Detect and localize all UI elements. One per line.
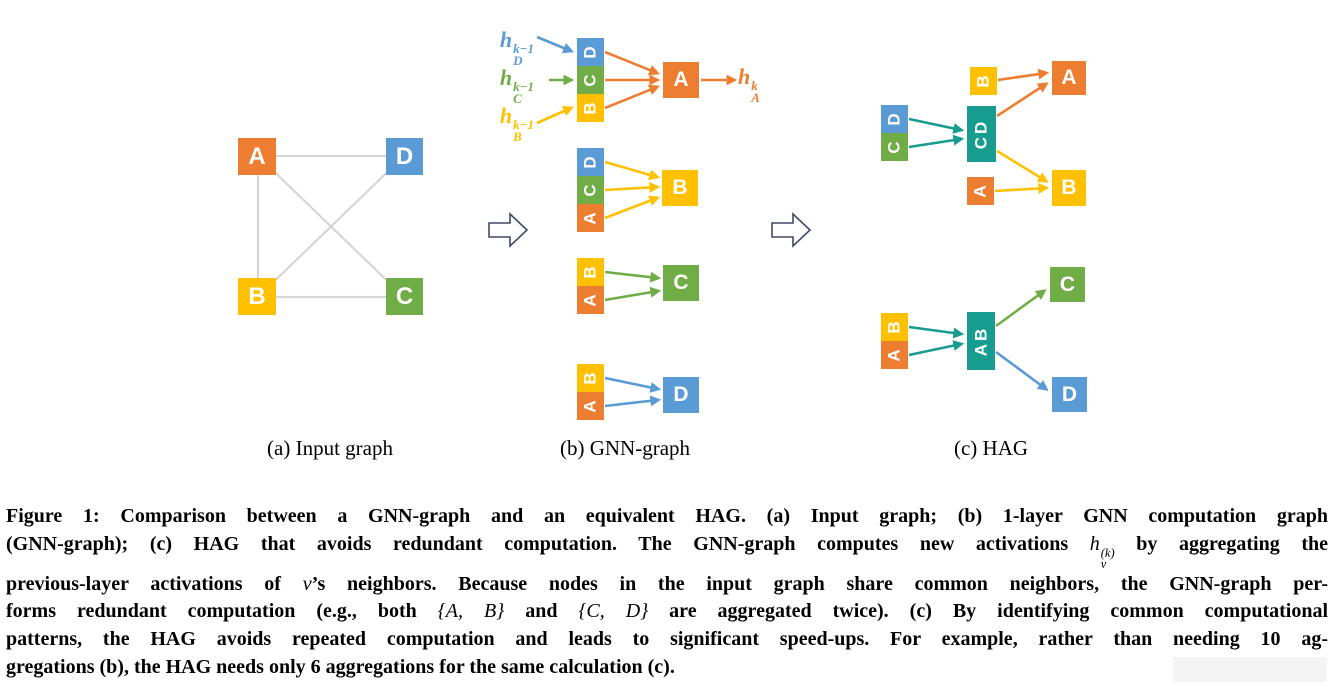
- hag-target-C: C: [1050, 267, 1085, 302]
- panel-a-caption: (a) Input graph: [267, 436, 393, 460]
- hag-input-A: A: [967, 177, 994, 205]
- caption-segment: previous-layer activations of: [6, 572, 303, 595]
- caption-line: gregations (b), the HAG needs only 6 agg…: [6, 654, 1328, 682]
- caption-line: (GNN-graph); (c) HAG that avoids redunda…: [6, 531, 1328, 571]
- flow-arrow-icon: [771, 212, 812, 248]
- hag-stack-D: D: [881, 105, 908, 133]
- background-artifact: [1173, 657, 1327, 682]
- figure-caption: Figure 1: Comparison between a GNN-graph…: [6, 503, 1328, 682]
- caption-segment: and: [504, 600, 579, 623]
- caption-segment: {A, B}: [437, 600, 505, 623]
- caption-segment: v: [302, 572, 312, 595]
- hag-target-A: A: [1052, 61, 1086, 95]
- caption-segment: gregations (b), the HAG needs only 6 agg…: [6, 655, 675, 678]
- gnn-stack-A-in-B: B: [577, 94, 604, 122]
- panel-c-caption: (c) HAG: [953, 436, 1029, 460]
- caption-segment: patterns, the HAG avoids repeated comput…: [6, 628, 1328, 651]
- caption-segment: (k)v: [1100, 545, 1115, 572]
- caption-segment: (GNN-graph); (c) HAG that avoids redunda…: [6, 532, 1090, 555]
- hag-stack-C: C: [881, 133, 908, 161]
- caption-line: previous-layer activations of v’s neighb…: [6, 571, 1328, 599]
- gnn-target-B: B: [662, 170, 698, 206]
- hag-target-B: B: [1052, 170, 1086, 206]
- caption-segment: are aggregated twice). (c) By identifyin…: [648, 600, 1329, 623]
- gnn-stack-A-in-C: C: [577, 66, 604, 94]
- input-node-B: B: [238, 278, 276, 315]
- hag-aggregate-CD: CD: [967, 106, 996, 162]
- caption-line: Figure 1: Comparison between a GNN-graph…: [6, 503, 1328, 531]
- gnn-target-D: D: [663, 377, 699, 413]
- caption-line: patterns, the HAG avoids repeated comput…: [6, 626, 1328, 654]
- input-node-D: D: [386, 138, 423, 175]
- input-node-C: C: [386, 278, 423, 315]
- caption-segment: forms redundant computation (e.g., both: [6, 600, 438, 623]
- input-graph-edges: [256, 154, 405, 299]
- gnn-target-A: A: [663, 62, 699, 98]
- caption-segment: ’s neighbors. Because nodes in the input…: [311, 572, 1329, 595]
- gnn-stack-D-in-B: B: [577, 364, 604, 392]
- flow-arrow-icons: [488, 212, 812, 248]
- gnn-graph-arrows: [536, 35, 738, 408]
- flow-arrow-icon: [488, 212, 529, 248]
- gnn-stack-A-in-D: D: [577, 38, 604, 66]
- input-node-A: A: [238, 138, 276, 175]
- panel-b-caption: (b) GNN-graph: [559, 436, 691, 460]
- gnn-stack-C-in-B: B: [577, 258, 604, 286]
- hag-arrows: [908, 68, 1050, 391]
- caption-segment: by aggregating the: [1114, 532, 1329, 555]
- hag-stack-B: B: [881, 313, 908, 341]
- gnn-target-C: C: [663, 265, 699, 301]
- gnn-stack-B-in-D: D: [577, 148, 604, 176]
- gnn-stack-C-in-A: A: [577, 286, 604, 314]
- caption-segment: Figure 1: Comparison between a GNN-graph…: [6, 505, 1328, 527]
- caption-segment: {C, D}: [578, 600, 649, 623]
- gnn-stack-B-in-A: A: [577, 204, 604, 232]
- caption-segment: h: [1089, 532, 1100, 555]
- hag-target-D: D: [1052, 377, 1087, 412]
- gnn-stack-B-in-C: C: [577, 176, 604, 204]
- gnn-stack-D-in-A: A: [577, 392, 604, 420]
- hag-aggregate-AB: AB: [967, 312, 995, 370]
- caption-line: forms redundant computation (e.g., both …: [6, 598, 1328, 626]
- hag-stack-A: A: [881, 341, 908, 369]
- hag-input-B: B: [970, 67, 997, 95]
